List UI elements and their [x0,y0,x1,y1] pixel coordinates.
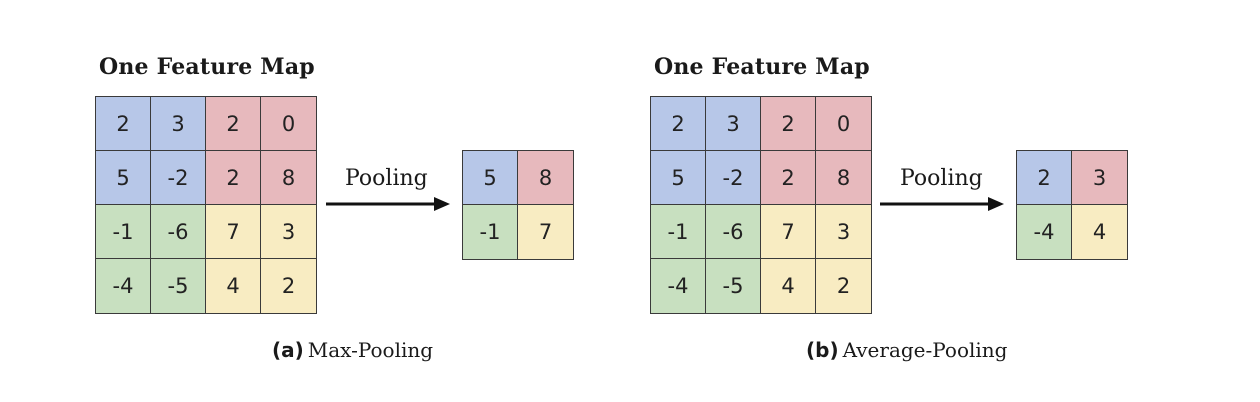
grid-cell: 5 [651,151,706,205]
grid-cell: 4 [206,259,261,313]
grid-cell: 4 [1072,205,1127,259]
grid-cell: 3 [706,97,761,151]
grid-cell: 5 [463,151,518,205]
grid-cell: -4 [651,259,706,313]
grid-cell: 5 [96,151,151,205]
grid-cell: 3 [261,205,316,259]
grid-cell: -5 [151,259,206,313]
pooling-label: Pooling [900,166,983,191]
feature-map-title: One Feature Map [99,54,315,80]
grid-cell: 2 [206,151,261,205]
right-arrow-icon [880,197,1004,211]
grid-cell: -6 [706,205,761,259]
grid-cell: 3 [151,97,206,151]
caption-text: Average-Pooling [842,338,1008,362]
caption-text: Max-Pooling [307,338,434,362]
grid-cell: -2 [706,151,761,205]
grid-cell: 7 [518,205,573,259]
caption-tag: (a) [272,338,304,362]
grid-cell: 2 [96,97,151,151]
caption-tag: (b) [806,338,839,362]
panel-caption: (b)Average-Pooling [806,338,1007,362]
grid-cell: -1 [96,205,151,259]
grid-cell: -4 [96,259,151,313]
grid-cell: 7 [206,205,261,259]
feature-map-title: One Feature Map [654,54,870,80]
grid-cell: -1 [463,205,518,259]
grid-cell: 8 [261,151,316,205]
grid-cell: 2 [261,259,316,313]
grid-cell: -1 [651,205,706,259]
panel-caption: (a)Max-Pooling [272,338,433,362]
grid-cell: -5 [706,259,761,313]
grid-cell: 2 [1017,151,1072,205]
grid-cell: 7 [761,205,816,259]
grid-cell: 8 [816,151,871,205]
grid-cell: 2 [816,259,871,313]
grid-cell: -6 [151,205,206,259]
right-arrow-icon [326,197,450,211]
grid-cell: 2 [761,97,816,151]
grid-cell: 0 [816,97,871,151]
grid-cell: -4 [1017,205,1072,259]
grid-cell: 2 [206,97,261,151]
grid-cell: 2 [651,97,706,151]
grid-cell: 3 [1072,151,1127,205]
grid-cell: 2 [761,151,816,205]
grid-cell: -2 [151,151,206,205]
grid-cell: 4 [761,259,816,313]
grid-cell: 3 [816,205,871,259]
pooling-label: Pooling [345,166,428,191]
grid-cell: 8 [518,151,573,205]
grid-cell: 0 [261,97,316,151]
